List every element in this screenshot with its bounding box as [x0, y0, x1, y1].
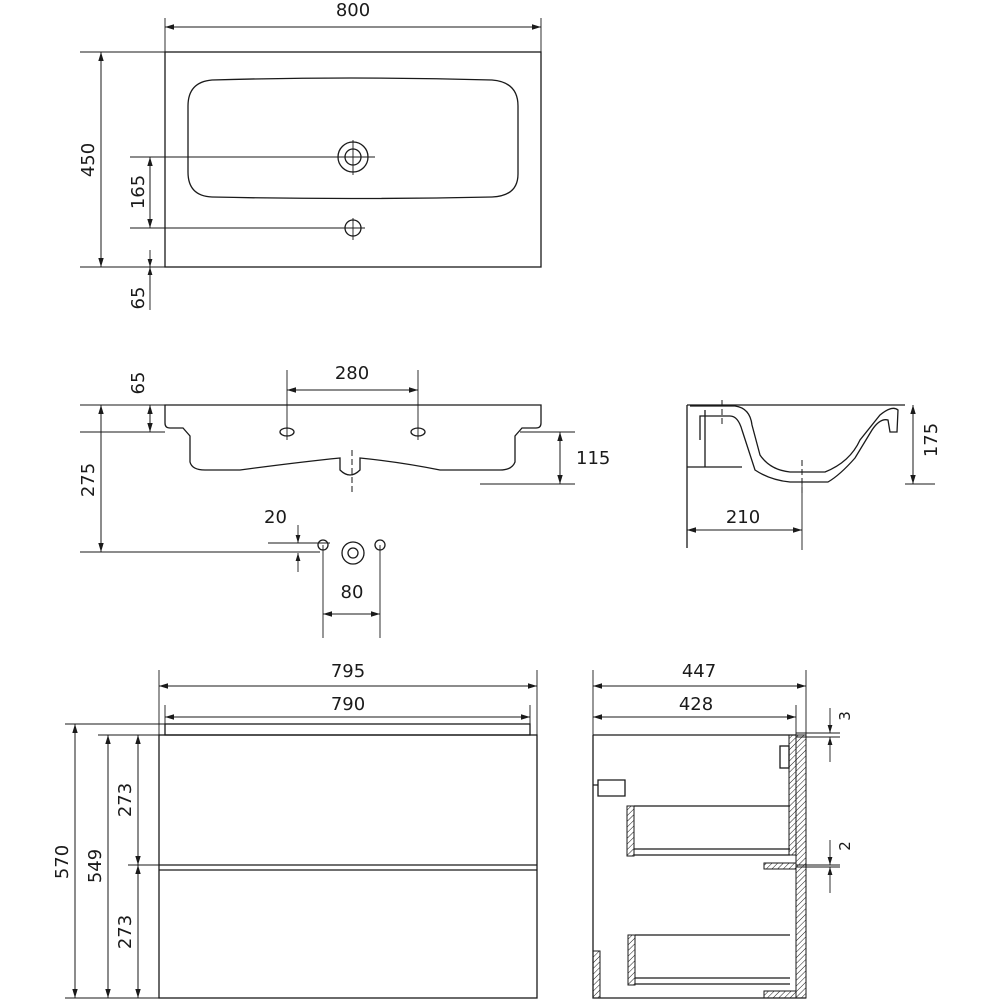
dim-drain-offset: 20	[264, 507, 287, 528]
extension-lines-section	[801, 483, 935, 550]
basin-bowl	[187, 77, 519, 200]
hinge-bracket-icon	[779, 745, 790, 769]
cabinet-side-view: 447 428 3 2	[592, 661, 854, 999]
dim-bowl-depth: 115	[576, 448, 610, 469]
drain-outlet-icon	[341, 541, 365, 565]
dim-drain-position: 210	[726, 507, 760, 528]
cabinet-body	[158, 734, 538, 999]
bottom-hatch	[763, 990, 797, 999]
dim-tap-back: 65	[128, 287, 149, 310]
dim-total-height: 570	[52, 845, 73, 879]
dim-inner-width: 790	[331, 694, 365, 715]
front-panel-hatch	[795, 734, 807, 999]
drawer1-lines	[634, 805, 790, 856]
section-profile	[690, 405, 899, 483]
dim-inner-depth: 428	[679, 694, 713, 715]
drain-bolt-left	[317, 539, 329, 551]
panel-inner-hatch	[788, 734, 797, 856]
dim-depth: 450	[78, 143, 99, 177]
rear-hatch	[592, 950, 601, 999]
dim-drawer-gap: 2	[836, 841, 854, 851]
drawer2-back	[627, 934, 636, 986]
drain-bolt-right	[374, 539, 386, 551]
section-centerlines	[721, 400, 803, 495]
dim-upper-drawer: 273	[115, 783, 136, 817]
wall-mount-bracket-icon	[593, 779, 626, 797]
dim-section-height: 175	[921, 423, 942, 457]
front-view: 280 65 275 115 20 80	[78, 363, 610, 638]
dim-outer-width: 795	[331, 661, 365, 682]
extension-lines	[80, 18, 542, 310]
top-view: 800 450 165 65	[78, 0, 542, 310]
cabinet-front-view: 795 790 570 549 273 273	[52, 661, 538, 999]
dim-drain-hole-spacing: 80	[341, 582, 364, 603]
drain-outlet-inner	[347, 547, 359, 559]
shelf-hatch	[763, 862, 797, 870]
dim-body-height: 549	[85, 849, 106, 883]
drawer-divider	[159, 864, 537, 871]
dim-overall-height: 275	[78, 463, 99, 497]
dim-top-gap: 3	[836, 711, 854, 721]
drawer1-back	[626, 805, 635, 857]
countertop	[164, 723, 531, 736]
drawer2-lines	[635, 934, 790, 985]
extension-lines-side	[592, 670, 840, 868]
extension-lines-front	[80, 370, 575, 638]
sink-profile	[164, 404, 542, 476]
section-view: 175 210	[686, 400, 942, 550]
dim-outer-depth: 447	[682, 661, 716, 682]
dim-tap-drain: 165	[128, 175, 149, 209]
section-outline	[686, 404, 905, 548]
dim-width: 800	[336, 0, 370, 21]
dim-hole-spacing: 280	[335, 363, 369, 384]
basin-outline	[164, 51, 542, 268]
dim-back-offset: 65	[128, 372, 149, 395]
dim-lower-drawer: 273	[115, 915, 136, 949]
